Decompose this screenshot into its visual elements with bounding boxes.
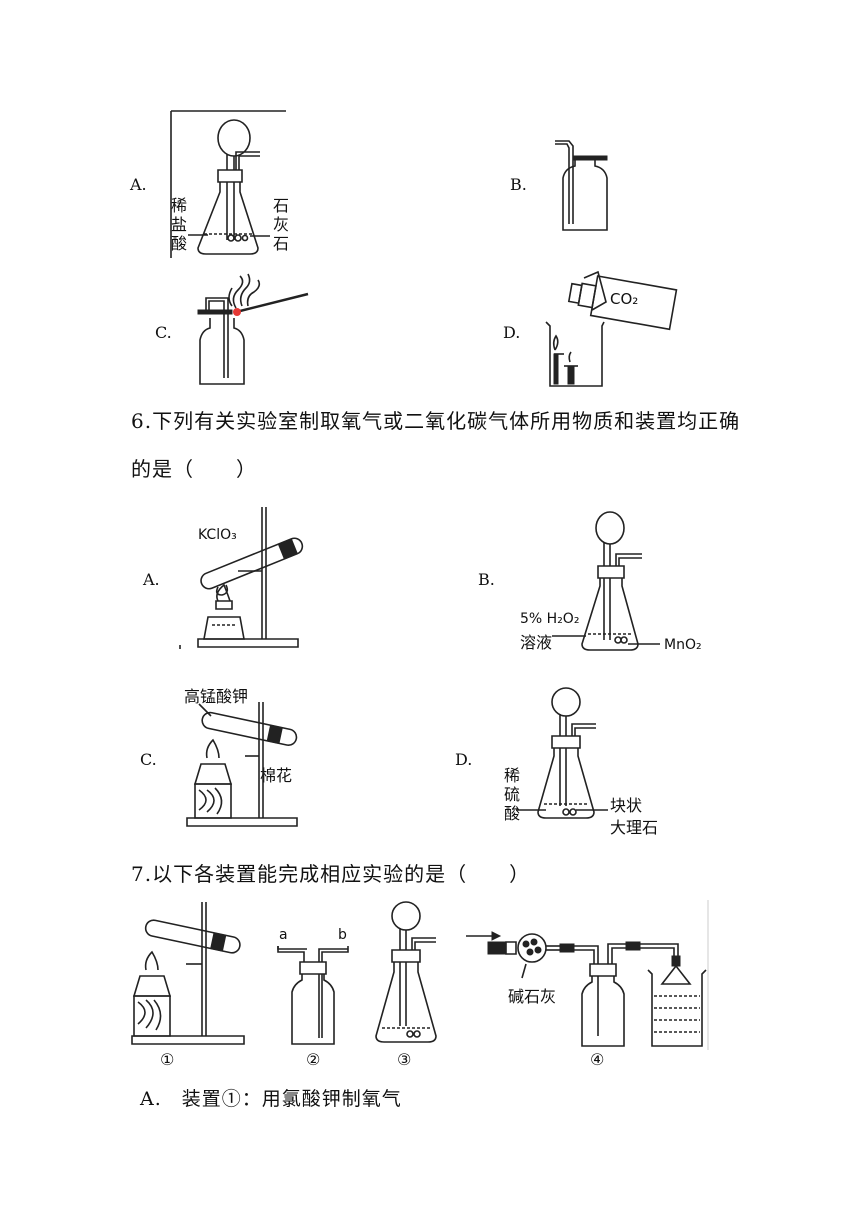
q7-question: 7.以下各装置能完成相应实验的是（ ）: [131, 862, 531, 886]
q7-device-3-label: ③: [397, 1050, 412, 1069]
q6-option-b-label[interactable]: B.: [478, 570, 495, 589]
q6-d-solid-line1: 块状: [610, 796, 643, 815]
q7-port-b-label: b: [338, 927, 347, 943]
q7-device-2-label: ②: [306, 1050, 321, 1069]
char: 酸: [170, 234, 187, 253]
char: 盐: [170, 215, 187, 234]
q5-d-gas-label: CO₂: [610, 290, 639, 308]
q5-b-gas-bottle: [555, 138, 615, 234]
q6-a-reagent-label: KClO₃: [198, 527, 237, 543]
char: 灰: [272, 215, 289, 234]
q5-a-apparatus-diagram: [168, 108, 298, 260]
q6-option-a-label[interactable]: A.: [143, 570, 160, 589]
q7-drying-agent-label: 碱石灰: [508, 987, 557, 1006]
q6-d-left-label: 稀 硫 酸: [503, 766, 521, 823]
q6-option-d-label[interactable]: D.: [455, 750, 473, 769]
q6-d-flask: [516, 686, 626, 826]
q6-option-c-label[interactable]: C.: [140, 750, 157, 769]
q5-c-bottle-with-flame: [196, 272, 316, 388]
q6-c-plug-label: 棉花: [260, 766, 293, 785]
char: 硫: [503, 785, 520, 804]
q6-b-liquid-line2: 溶液: [520, 633, 553, 652]
q6-c-reagent-label: 高锰酸钾: [184, 687, 249, 706]
q7-port-a-label: a: [279, 927, 288, 943]
q7-device-1-label: ①: [160, 1050, 175, 1069]
q5-option-a-label[interactable]: A.: [130, 175, 147, 194]
q6-b-h2o2-flask: [578, 510, 668, 658]
q5-a-right-label: 石 灰 石: [272, 196, 290, 253]
q6-d-solid-line2: 大理石: [610, 818, 659, 837]
q7-device-4-label: ④: [590, 1050, 605, 1069]
q6-b-liquid-line1: 5% H₂O₂: [520, 611, 580, 627]
q6-b-solid-label: MnO₂: [664, 637, 702, 653]
q7-device-3-flask: [370, 900, 450, 1046]
q6-a-kclo3-heating-apparatus: [178, 505, 318, 653]
q7-option-a[interactable]: A. 装置①：用氯酸钾制氧气: [140, 1088, 402, 1110]
q7-device-2-gas-bottle: [276, 942, 350, 1046]
q5-a-left-label: 稀 盐 酸: [170, 196, 188, 253]
q5-option-b-label[interactable]: B.: [510, 175, 527, 194]
q6-c-kmno4-heating-apparatus: [185, 700, 305, 830]
q5-d-beaker-candles: [540, 270, 680, 390]
q6-question-line1: 6.下列有关实验室制取氧气或二氧化碳气体所用物质和装置均正确: [131, 409, 741, 433]
q6-question-line2: 的是（ ）: [131, 457, 257, 481]
char: 稀: [170, 196, 187, 215]
char: 石: [272, 234, 289, 253]
q7-device-4-drying-train: [462, 900, 708, 1050]
q5-option-c-label[interactable]: C.: [155, 323, 172, 342]
q5-option-d-label[interactable]: D.: [503, 323, 521, 342]
char: 酸: [503, 804, 520, 823]
char: 石: [272, 196, 289, 215]
char: 稀: [503, 766, 520, 785]
q7-device-1-heating-apparatus: [130, 900, 250, 1048]
